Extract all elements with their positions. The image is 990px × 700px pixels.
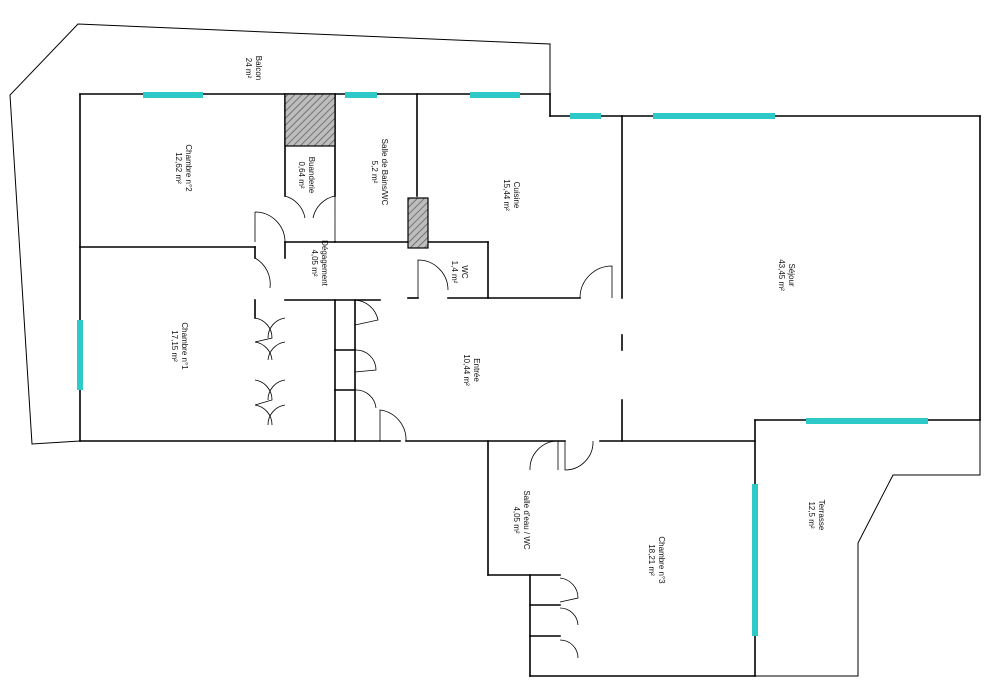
laundry-duct bbox=[284, 93, 336, 147]
door-wardrobe1 bbox=[254, 317, 273, 361]
room-name-buanderie: Buanderie bbox=[307, 157, 316, 194]
room-name-balcon: Balcon bbox=[254, 56, 263, 80]
door-closet-bedroom3-3 bbox=[559, 639, 579, 659]
room-name-chambre1: Chambre n°1 bbox=[180, 322, 189, 370]
room-area-entree: 10,44 m² bbox=[462, 354, 471, 386]
room-area-balcon: 24 m² bbox=[244, 58, 253, 79]
bathroom-duct bbox=[407, 197, 429, 249]
room-name-wc: WC bbox=[460, 265, 469, 279]
room-name-salle-eau: Salle d'eau / WC bbox=[522, 490, 531, 550]
label-chambre1: Chambre n°1 17,15 m² bbox=[170, 322, 189, 370]
door-bedroom2 bbox=[254, 211, 286, 243]
room-area-wc: 1,4 m² bbox=[450, 261, 459, 284]
room-area-chambre2: 12,62 m² bbox=[174, 152, 183, 184]
label-salle-eau: Salle d'eau / WC 4,05 m² bbox=[512, 490, 531, 550]
room-area-cuisine: 15,44 m² bbox=[502, 179, 511, 211]
door-bedroom1 bbox=[254, 257, 271, 289]
room-area-sejour: 43,45 m² bbox=[777, 259, 786, 291]
label-buanderie: Buanderie 0,64 m² bbox=[297, 157, 316, 194]
door-closet-bedroom3-2 bbox=[559, 607, 579, 626]
exterior-walls bbox=[79, 93, 981, 677]
label-wc: WC 1,4 m² bbox=[450, 261, 469, 284]
door-wc bbox=[417, 259, 449, 298]
door-entry bbox=[379, 409, 407, 442]
label-sejour: Séjour 43,45 m² bbox=[777, 259, 796, 291]
label-chambre2: Chambre n°2 12,62 m² bbox=[174, 144, 193, 192]
interior-walls bbox=[79, 93, 623, 637]
room-name-terrasse: Terrasse bbox=[817, 500, 826, 531]
room-area-degagement: 4,05 m² bbox=[310, 249, 319, 276]
room-area-salle-eau: 4,05 m² bbox=[512, 506, 521, 533]
door-laundry bbox=[284, 195, 306, 219]
door-wardrobe3 bbox=[254, 379, 273, 426]
label-terrasse: Terrasse 12,5 m² bbox=[807, 500, 826, 531]
door-kitchen bbox=[579, 265, 613, 299]
door-closet2 bbox=[354, 349, 377, 373]
door-bedroom3 bbox=[564, 440, 594, 471]
room-area-chambre1: 17,15 m² bbox=[170, 330, 179, 362]
terrace-outline bbox=[754, 420, 981, 677]
door-wardrobe2 bbox=[267, 317, 286, 361]
label-entree: Entrée 10,44 m² bbox=[462, 354, 481, 386]
door-shower-room bbox=[529, 440, 559, 471]
room-name-entree: Entrée bbox=[472, 358, 481, 382]
label-balcon: Balcon 24 m² bbox=[244, 56, 263, 80]
door-closet3 bbox=[354, 389, 377, 409]
room-area-buanderie: 0,64 m² bbox=[297, 161, 306, 188]
room-name-chambre3: Chambre n°3 bbox=[657, 536, 666, 584]
room-area-sdb: 5,2 m² bbox=[370, 161, 379, 184]
label-sdb: Salle de Bains/WC 5,2 m² bbox=[370, 139, 389, 206]
windows bbox=[77, 92, 928, 636]
room-name-cuisine: Cuisine bbox=[512, 182, 521, 209]
room-name-sejour: Séjour bbox=[787, 263, 796, 286]
room-name-degagement: Dégagement bbox=[320, 240, 329, 287]
room-name-chambre2: Chambre n°2 bbox=[184, 144, 193, 192]
room-area-chambre3: 18,21 m² bbox=[647, 544, 656, 576]
door-bathroom bbox=[312, 195, 336, 242]
room-area-terrasse: 12,5 m² bbox=[807, 501, 816, 528]
ducts bbox=[284, 93, 429, 249]
room-labels: Balcon 24 m² Chambre n°2 12,62 m² Buande… bbox=[170, 56, 826, 584]
doors bbox=[254, 195, 613, 659]
label-chambre3: Chambre n°3 18,21 m² bbox=[647, 536, 666, 584]
label-cuisine: Cuisine 15,44 m² bbox=[502, 179, 521, 211]
label-degagement: Dégagement 4,05 m² bbox=[310, 240, 329, 287]
door-wardrobe4 bbox=[267, 379, 286, 426]
room-name-sdb: Salle de Bains/WC bbox=[380, 139, 389, 206]
door-closet1 bbox=[354, 299, 379, 326]
door-closet-bedroom3-1 bbox=[559, 577, 579, 603]
